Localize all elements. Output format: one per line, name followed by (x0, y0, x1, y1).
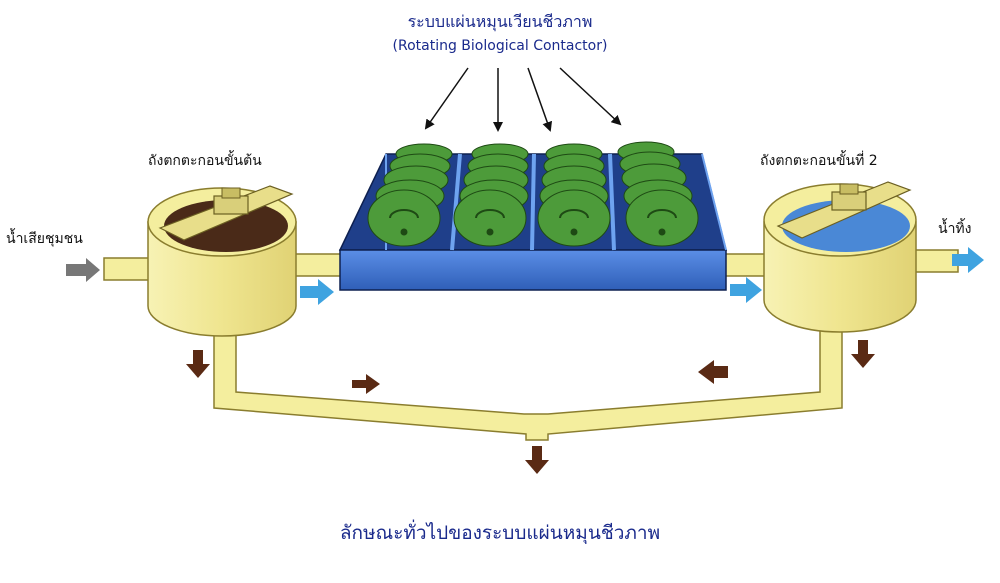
primary-sludge-down-arrow-icon (186, 350, 210, 378)
return-left-arrow-icon (698, 360, 728, 384)
primary-tank-label: ถังตกตะกอนขั้นต้น (148, 153, 262, 169)
sludge-return-pipe (213, 329, 843, 441)
rbc-disc-stack-3 (537, 143, 611, 247)
secondary-tank-label: ถังตกตะกอนขั้นที่ 2 (760, 153, 878, 169)
rbc-disc-stack-2 (453, 143, 529, 247)
rbc-disc-stack-4 (617, 141, 699, 247)
primary-to-basin-arrow-icon (300, 279, 334, 305)
return-right-arrow-icon (352, 374, 380, 394)
rbc-disc-stack-1 (367, 143, 453, 247)
primary-clarifier (147, 185, 297, 337)
effluent-label: น้ำทิ้ง (938, 221, 972, 237)
diagram-title-thai: ระบบแผ่นหมุนเวียนชีวภาพ (407, 12, 593, 31)
diagram-title-english: (Rotating Biological Contactor) (392, 38, 608, 54)
sludge-out-down-arrow-icon (525, 446, 549, 474)
influent-arrow-icon (66, 258, 100, 282)
influent-label: น้ำเสียชุมชน (6, 231, 83, 247)
secondary-sludge-down-arrow-icon (851, 340, 875, 368)
primary-outlet-pipe (291, 253, 345, 277)
basin-to-secondary-arrow-icon (730, 277, 762, 303)
title-pointer-arrows (424, 67, 622, 132)
effluent-arrow-icon (952, 247, 984, 273)
secondary-clarifier (763, 181, 917, 333)
diagram-caption: ลักษณะทั่วไปของระบบแผ่นหมุนชีวภาพ (339, 522, 661, 544)
